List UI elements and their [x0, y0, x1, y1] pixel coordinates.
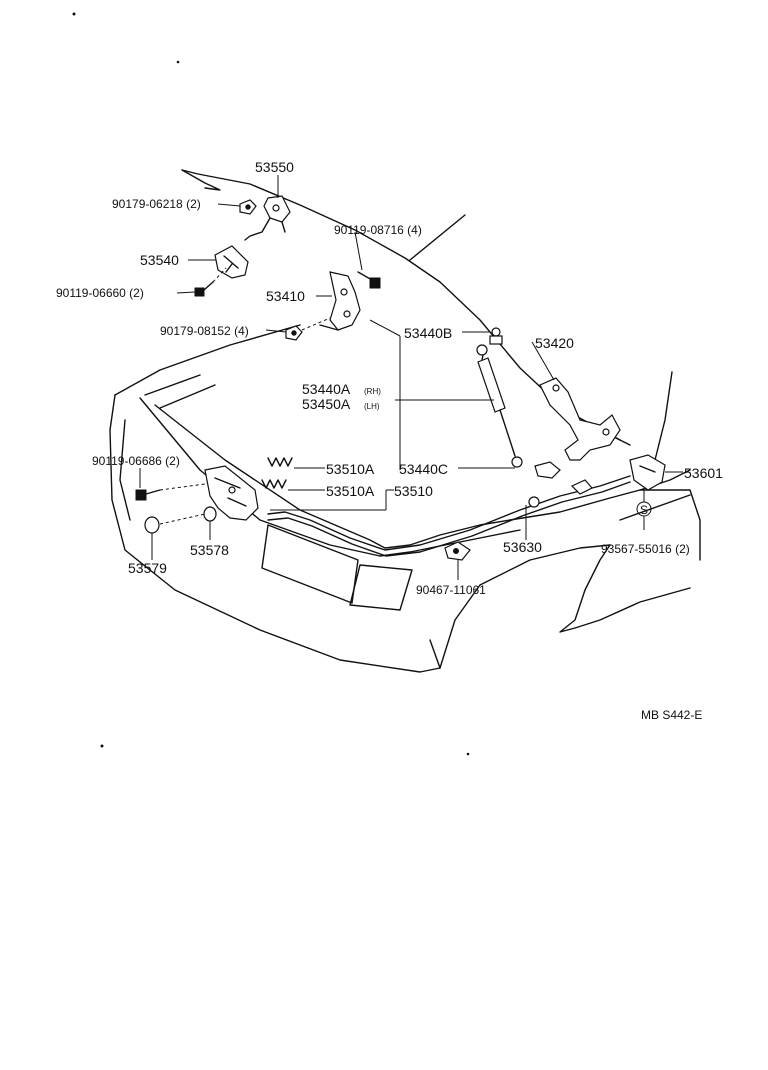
label-53440C: 53440C — [399, 461, 448, 477]
part-93567-55016-screw: S — [636, 490, 652, 530]
label-90119-06686: 90119-06686 (2) — [92, 454, 180, 468]
part-53440A-gas-strut — [476, 344, 523, 468]
leader-lines — [139, 175, 683, 580]
part-53420-hinge — [539, 377, 621, 461]
part-labels: 53550 90179-06218 (2) 90119-08716 (4) 53… — [56, 159, 723, 722]
label-53579: 53579 — [128, 560, 167, 576]
part-53510-lock-assembly — [204, 465, 259, 521]
screw-s-mark: S — [640, 503, 648, 517]
part-53440C-bracket — [534, 461, 561, 479]
scan-specks — [72, 12, 470, 756]
part-53540-lock — [214, 245, 249, 279]
label-53410: 53410 — [266, 288, 305, 304]
label-90179-06218: 90179-06218 (2) — [112, 197, 201, 211]
label-53440A: 53440A — [302, 381, 351, 397]
label-90119-08716: 90119-08716 (4) — [334, 223, 422, 237]
part-53440B-ball-joint — [489, 327, 503, 345]
label-53450A-side: (LH) — [364, 402, 380, 411]
label-53440A-side: (RH) — [364, 387, 381, 396]
label-90179-08152: 90179-08152 (4) — [160, 324, 249, 338]
label-53601: 53601 — [684, 465, 723, 481]
part-53578-cushion — [203, 506, 217, 522]
label-53540: 53540 — [140, 252, 179, 268]
label-53420: 53420 — [535, 335, 574, 351]
figure-code: MB S442-E — [641, 708, 702, 722]
label-53510A-lower: 53510A — [326, 483, 375, 499]
label-53630: 53630 — [503, 539, 542, 555]
label-53440B: 53440B — [404, 325, 452, 341]
part-53550-hinge — [244, 195, 291, 241]
part-53579-cushion — [144, 513, 206, 534]
part-53630-cable — [267, 475, 631, 557]
part-90467-11061-clip — [444, 541, 471, 561]
part-90119-06686-bolt — [135, 483, 206, 501]
label-90467-11061: 90467-11061 — [416, 583, 486, 597]
part-53510A-springs — [261, 457, 293, 489]
part-53410-hinge — [319, 271, 361, 331]
label-53510A-upper: 53510A — [326, 461, 375, 477]
label-53578: 53578 — [190, 542, 229, 558]
part-53601-release-lever — [629, 454, 666, 491]
label-53550: 53550 — [255, 159, 294, 175]
part-90179-08152-nut — [285, 317, 331, 341]
label-93567-55016: 93567-55016 (2) — [601, 542, 690, 556]
part-90179-06218-nut — [239, 199, 257, 215]
label-53510: 53510 — [394, 483, 433, 499]
label-53450A: 53450A — [302, 396, 351, 412]
label-90119-06660: 90119-06660 (2) — [56, 286, 144, 300]
part-90119-08716-bolt — [357, 271, 381, 289]
